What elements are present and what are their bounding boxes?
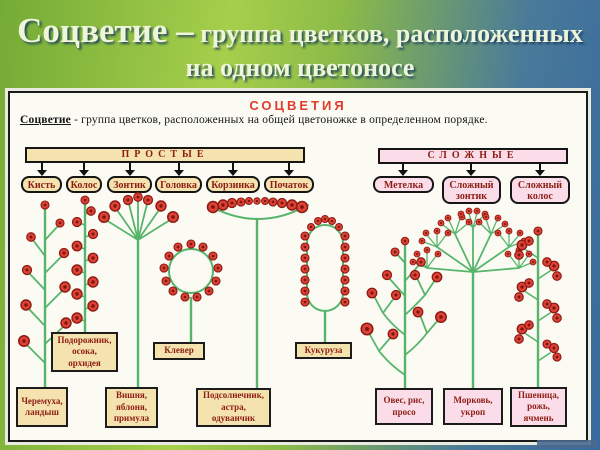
type-box-umbel: Зонтик — [107, 176, 152, 193]
example-box-corn: Кукуруза — [295, 342, 352, 359]
example-box-wheat: Пшеница, рожь, ячмень — [510, 387, 567, 427]
simple-header-box: ПРОСТЫЕ — [25, 147, 305, 163]
example-box-sunflower: Подсолнечник, астра, одуванчик — [196, 388, 271, 427]
inflorescence-drawings — [18, 192, 562, 390]
arrow-down-icon — [125, 163, 135, 176]
type-box-compound-spike: Сложный колос — [510, 176, 570, 204]
stems — [25, 200, 551, 390]
arrow-down-icon — [79, 163, 89, 176]
arrow-down-icon — [37, 163, 47, 176]
example-box-clover: Клевер — [153, 342, 205, 360]
arrow-down-icon — [535, 163, 545, 176]
definition-text: - группа цветков, расположенных на общей… — [70, 114, 488, 126]
slide-title-emphasis: Соцветие – — [17, 11, 194, 50]
spadix-drawing — [306, 224, 344, 344]
arrow-down-icon — [174, 163, 184, 176]
arrow-down-icon — [284, 163, 294, 176]
type-box-compound-umbel: Сложный зонтик — [442, 176, 501, 204]
example-box-birdcherry: Черемуха, ландыш — [16, 387, 68, 427]
definition-term: Соцветие — [20, 114, 71, 126]
watermark — [537, 440, 597, 448]
poster-frame: СОЦВЕТИЯ Соцветие - группа цветков, расп… — [5, 88, 591, 445]
arrow-down-icon — [228, 163, 238, 176]
basket-drawing — [207, 204, 309, 390]
example-box-oats: Овес, рис, просо — [375, 388, 433, 425]
raceme-drawing — [25, 208, 65, 389]
example-box-plantain: Подорожник, осока, орхидея — [51, 332, 118, 372]
example-box-carrot: Морковь, укроп — [443, 388, 503, 425]
slide-header: Соцветие – группа цветков, расположенных… — [0, 0, 600, 88]
type-box-raceme: Кисть — [21, 176, 62, 193]
arrow-down-icon — [398, 163, 408, 176]
slide-title-rest: группа цветков, расположенных — [193, 19, 583, 48]
type-box-basket: Корзинка — [206, 176, 260, 193]
slide-title-line1: Соцветие – группа цветков, расположенных — [0, 11, 600, 51]
slide-title-line2: на одном цветоносе — [185, 53, 415, 82]
type-box-head: Головка — [155, 176, 202, 193]
head-drawing — [168, 248, 214, 344]
complex-header-box: СЛОЖНЫЕ — [378, 148, 568, 164]
type-box-spadix: Початок — [264, 176, 314, 193]
poster: СОЦВЕТИЯ Соцветие - группа цветков, расп… — [8, 91, 588, 442]
example-box-cherry: Вишня, яблоня, примула — [105, 387, 158, 428]
arrow-down-icon — [466, 163, 476, 176]
definition: Соцветие - группа цветков, расположенных… — [10, 114, 586, 126]
type-box-spike: Колос — [66, 176, 102, 193]
poster-heading: СОЦВЕТИЯ — [249, 98, 347, 113]
compound-umbel-drawing — [414, 212, 532, 390]
umbel-drawing — [105, 200, 171, 389]
type-box-panicle: Метелка — [373, 176, 434, 193]
